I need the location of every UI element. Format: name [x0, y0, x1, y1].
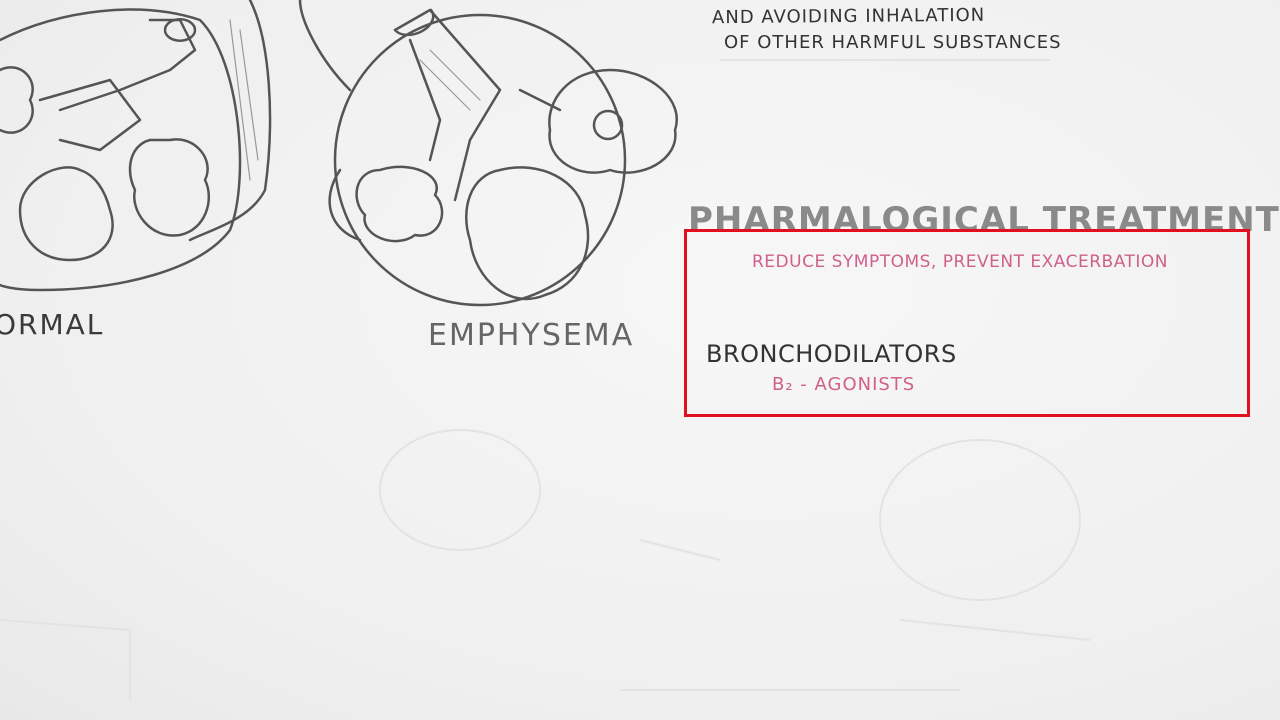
note-avoiding-inhalation: AND AVOIDING INHALATION	[711, 4, 986, 29]
emphysema-alveoli-illustration	[298, 0, 678, 307]
label-emphysema: EMPHYSEMA	[428, 318, 635, 353]
b2-agonists-text: B₂ - AGONISTS	[772, 374, 916, 395]
normal-alveoli-illustration	[0, 0, 272, 292]
heading-pharmalogical-treatment: PHARMALOGICAL TREATMENT	[688, 200, 1280, 240]
faint-background-sketches	[0, 59, 1091, 700]
note-harmful-substances: OF OTHER HARMFUL SUBSTANCES	[724, 32, 1062, 53]
bronchodilators-text: BRONCHODILATORS	[706, 340, 957, 368]
highlight-box	[684, 229, 1250, 417]
label-normal: ORMAL	[0, 308, 105, 341]
treatment-goal-text: REDUCE SYMPTOMS, PREVENT EXACERBATION	[752, 252, 1169, 272]
